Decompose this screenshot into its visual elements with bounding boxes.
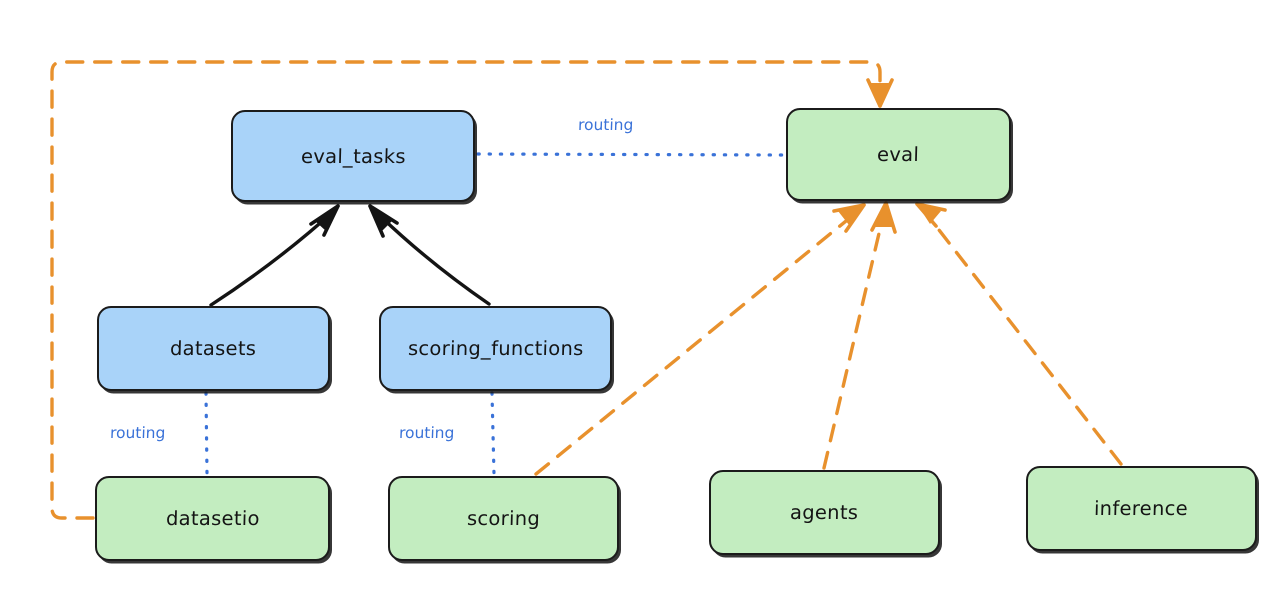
node-label-eval: eval: [877, 143, 920, 166]
edge-scoring_functions-to-eval_tasks: [368, 204, 491, 306]
node-eval[interactable]: eval: [786, 108, 1011, 201]
node-label-agents: agents: [790, 501, 859, 524]
edge-eval_tasks-to-eval: [476, 152, 785, 157]
edge-scoring_functions-to-scoring: [490, 391, 496, 476]
node-label-datasetio: datasetio: [165, 507, 260, 530]
node-scoring_functions[interactable]: scoring_functions: [379, 306, 612, 391]
node-label-datasets: datasets: [170, 337, 257, 360]
edge-label-routing-eval_tasks-eval: routing: [577, 116, 634, 134]
node-label-scoring_functions: scoring_functions: [407, 337, 584, 360]
node-datasetio[interactable]: datasetio: [95, 476, 330, 561]
node-scoring[interactable]: scoring: [388, 476, 619, 561]
node-label-inference: inference: [1094, 497, 1189, 520]
node-label-eval_tasks: eval_tasks: [300, 144, 406, 168]
edge-label-routing-datasets-datasetio: routing: [109, 424, 166, 442]
edge-inference-to-eval: [915, 202, 1123, 466]
edge-datasets-to-datasetio: [204, 391, 209, 476]
edge-datasets-to-eval_tasks: [209, 204, 340, 307]
node-agents[interactable]: agents: [709, 470, 940, 555]
node-eval_tasks[interactable]: eval_tasks: [231, 110, 475, 202]
edge-agents-to-eval: [822, 201, 897, 470]
node-datasets[interactable]: datasets: [97, 306, 330, 391]
node-inference[interactable]: inference: [1026, 466, 1257, 551]
edge-label-routing-scoring_functions-scoring: routing: [398, 424, 455, 442]
node-label-scoring: scoring: [466, 507, 541, 530]
